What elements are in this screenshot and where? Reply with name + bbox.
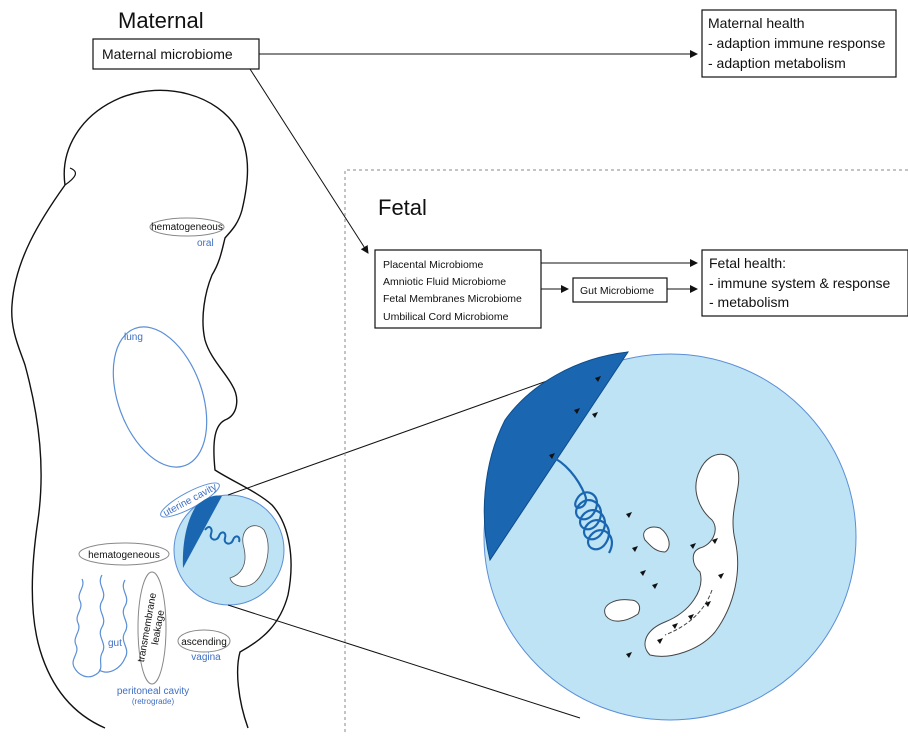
fetal-health-title: Fetal health: xyxy=(709,255,786,271)
route-gut-label: gut xyxy=(108,638,122,649)
fetal-health-item: - metabolism xyxy=(709,294,789,310)
fetal-microbiome-item: Umbilical Cord Microbiome xyxy=(383,311,509,323)
fetal-microbiome-item: Amniotic Fluid Microbiome xyxy=(383,276,506,288)
fetal-microbiome-item: Placental Microbiome xyxy=(383,259,484,271)
route-oral-label: oral xyxy=(197,238,214,249)
maternal-title: Maternal xyxy=(118,8,204,33)
gut-microbiome-label: Gut Microbiome xyxy=(580,285,654,297)
route-vagina-label: vagina xyxy=(191,652,221,663)
route-lung-label: lung xyxy=(124,332,143,343)
maternal-microbiome-label: Maternal microbiome xyxy=(102,46,233,62)
gut-outline xyxy=(73,575,104,677)
route-ascending-label: ascending xyxy=(181,637,227,648)
maternal-health-title: Maternal health xyxy=(708,15,805,31)
route-hematogeneous-bottom-label: hematogeneous xyxy=(88,550,160,561)
fetal-title: Fetal xyxy=(378,195,427,220)
fetal-microbiome-item: Fetal Membranes Microbiome xyxy=(383,293,522,305)
maternal-health-item: - adaption immune response xyxy=(708,35,886,51)
maternal-body-outline xyxy=(64,90,291,728)
maternal-health-item: - adaption metabolism xyxy=(708,55,846,71)
face-detail xyxy=(65,168,75,185)
route-retrograde-label: (retrograde) xyxy=(132,697,175,706)
route-hematogeneous-top-label: hematogeneous xyxy=(151,222,223,233)
maternal-back-outline xyxy=(12,185,105,728)
route-peritoneal-cavity-label: peritoneal cavity xyxy=(117,686,189,697)
fetal-health-item: - immune system & response xyxy=(709,275,890,291)
arrow-maternal-to-fetal xyxy=(250,69,368,253)
